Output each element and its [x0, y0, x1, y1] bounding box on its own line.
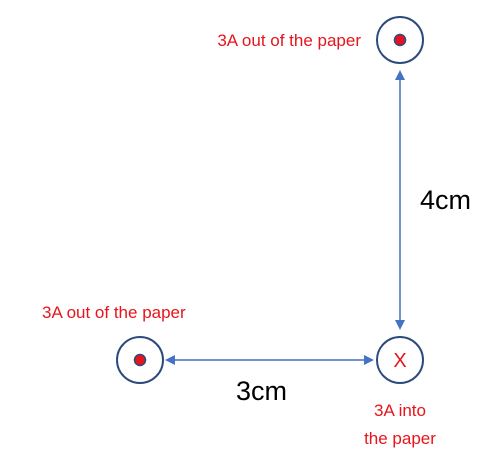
cross-icon: X — [393, 350, 406, 372]
corner-wire-label-line2: the paper — [364, 429, 436, 448]
left-wire-label: 3A out of the paper — [42, 303, 186, 322]
corner-wire-ring — [376, 336, 424, 384]
top-wire-label: 3A out of the paper — [217, 31, 361, 50]
corner-wire: X — [376, 336, 424, 384]
top-wire — [376, 16, 424, 64]
vertical-distance-label: 4cm — [420, 185, 471, 215]
dot-icon — [133, 353, 147, 367]
corner-wire-label-line1: 3A into — [374, 401, 426, 420]
dot-icon — [393, 33, 407, 47]
horizontal-distance-label: 3cm — [236, 376, 287, 406]
left-wire — [116, 336, 164, 384]
